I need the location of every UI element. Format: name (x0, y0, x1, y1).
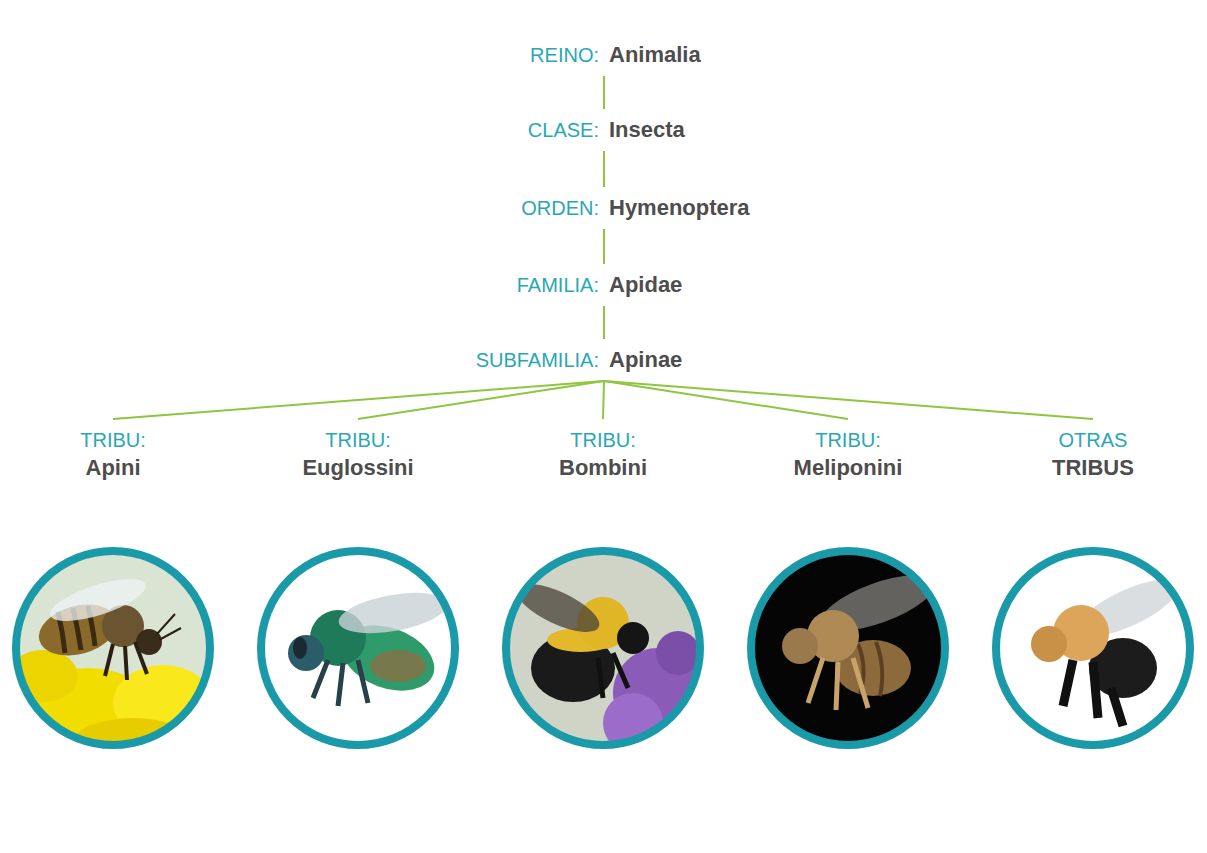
bee-legs (105, 642, 147, 680)
bee-eye (293, 637, 307, 659)
other-bee-photo (996, 551, 1190, 745)
bee-head (617, 622, 649, 654)
bee-legs (808, 658, 868, 710)
rank-label: FAMILIA: (517, 271, 599, 299)
tribe-node: TRIBU:Apini (80, 426, 146, 482)
photo-frame (996, 551, 1190, 745)
bee-legs (313, 660, 368, 706)
rank-label: TRIBU: (815, 426, 881, 454)
rank-label: TRIBU: (80, 426, 146, 454)
taxon-name: Euglossini (302, 454, 413, 482)
bee-wing (46, 570, 150, 629)
rank-label: ORDEN: (521, 194, 599, 222)
taxon-name: Apidae (609, 271, 682, 299)
photo-frame (506, 551, 700, 745)
rank-label: CLASE: (528, 116, 599, 144)
taxon-name: Hymenoptera (609, 194, 750, 222)
taxon-name: Insecta (609, 116, 685, 144)
rank-node: ORDEN: Hymenoptera (521, 194, 749, 222)
rank-label: REINO: (530, 41, 599, 69)
flower (656, 631, 700, 675)
taxonomy-connector (603, 76, 605, 109)
rank-label: TRIBU: (570, 426, 636, 454)
photo-ground (262, 552, 454, 744)
tribe-node: TRIBU:Euglossini (302, 426, 413, 482)
bee-abdomen-sheen (370, 650, 426, 682)
taxon-name: Meliponini (794, 454, 903, 482)
photo-frame (751, 551, 945, 745)
bee-legs (1063, 660, 1123, 726)
rank-label: SUBFAMILIA: (476, 346, 599, 374)
rank-label: OTRAS (1059, 426, 1128, 454)
taxonomy-connector (603, 151, 605, 187)
rank-node: SUBFAMILIA: Apinae (476, 346, 683, 374)
taxon-name: Apinae (609, 346, 682, 374)
photo-ground (997, 552, 1189, 744)
tribe-node: TRIBU:Meliponini (794, 426, 903, 482)
honeybee-photo (8, 551, 213, 768)
stingless-bee-photo (751, 551, 945, 745)
orchid-bee-photo (261, 551, 455, 745)
rank-label: TRIBU: (325, 426, 391, 454)
taxon-name: Apini (86, 454, 141, 482)
photo-ground (507, 552, 699, 744)
tribe-node: OTRASTRIBUS (1052, 426, 1134, 482)
taxonomy-connector (603, 306, 605, 339)
bee-antennae (157, 614, 181, 640)
taxonomy-connector (358, 381, 604, 419)
rank-node: CLASE: Insecta (528, 116, 685, 144)
taxonomy-connector (603, 381, 604, 419)
photo-frame (261, 551, 455, 745)
photo-frame (16, 551, 210, 745)
taxonomy-connector (113, 381, 604, 419)
taxonomy-connector (603, 229, 605, 264)
taxon-name: TRIBUS (1052, 454, 1134, 482)
rank-node: REINO: Animalia (530, 41, 701, 69)
photo-ground (752, 552, 944, 744)
rank-node: FAMILIA: Apidae (517, 271, 683, 299)
taxon-name: Animalia (609, 41, 701, 69)
bee-head (1031, 626, 1067, 662)
bee-head (288, 635, 324, 671)
bee-head (782, 628, 818, 664)
taxonomy-connector (604, 381, 848, 419)
bumblebee-photo (506, 551, 703, 753)
taxonomy-connector (604, 381, 1093, 419)
tribe-node: TRIBU:Bombini (559, 426, 647, 482)
bee-legs (598, 653, 628, 698)
bee-wing (336, 586, 451, 641)
taxon-name: Bombini (559, 454, 647, 482)
